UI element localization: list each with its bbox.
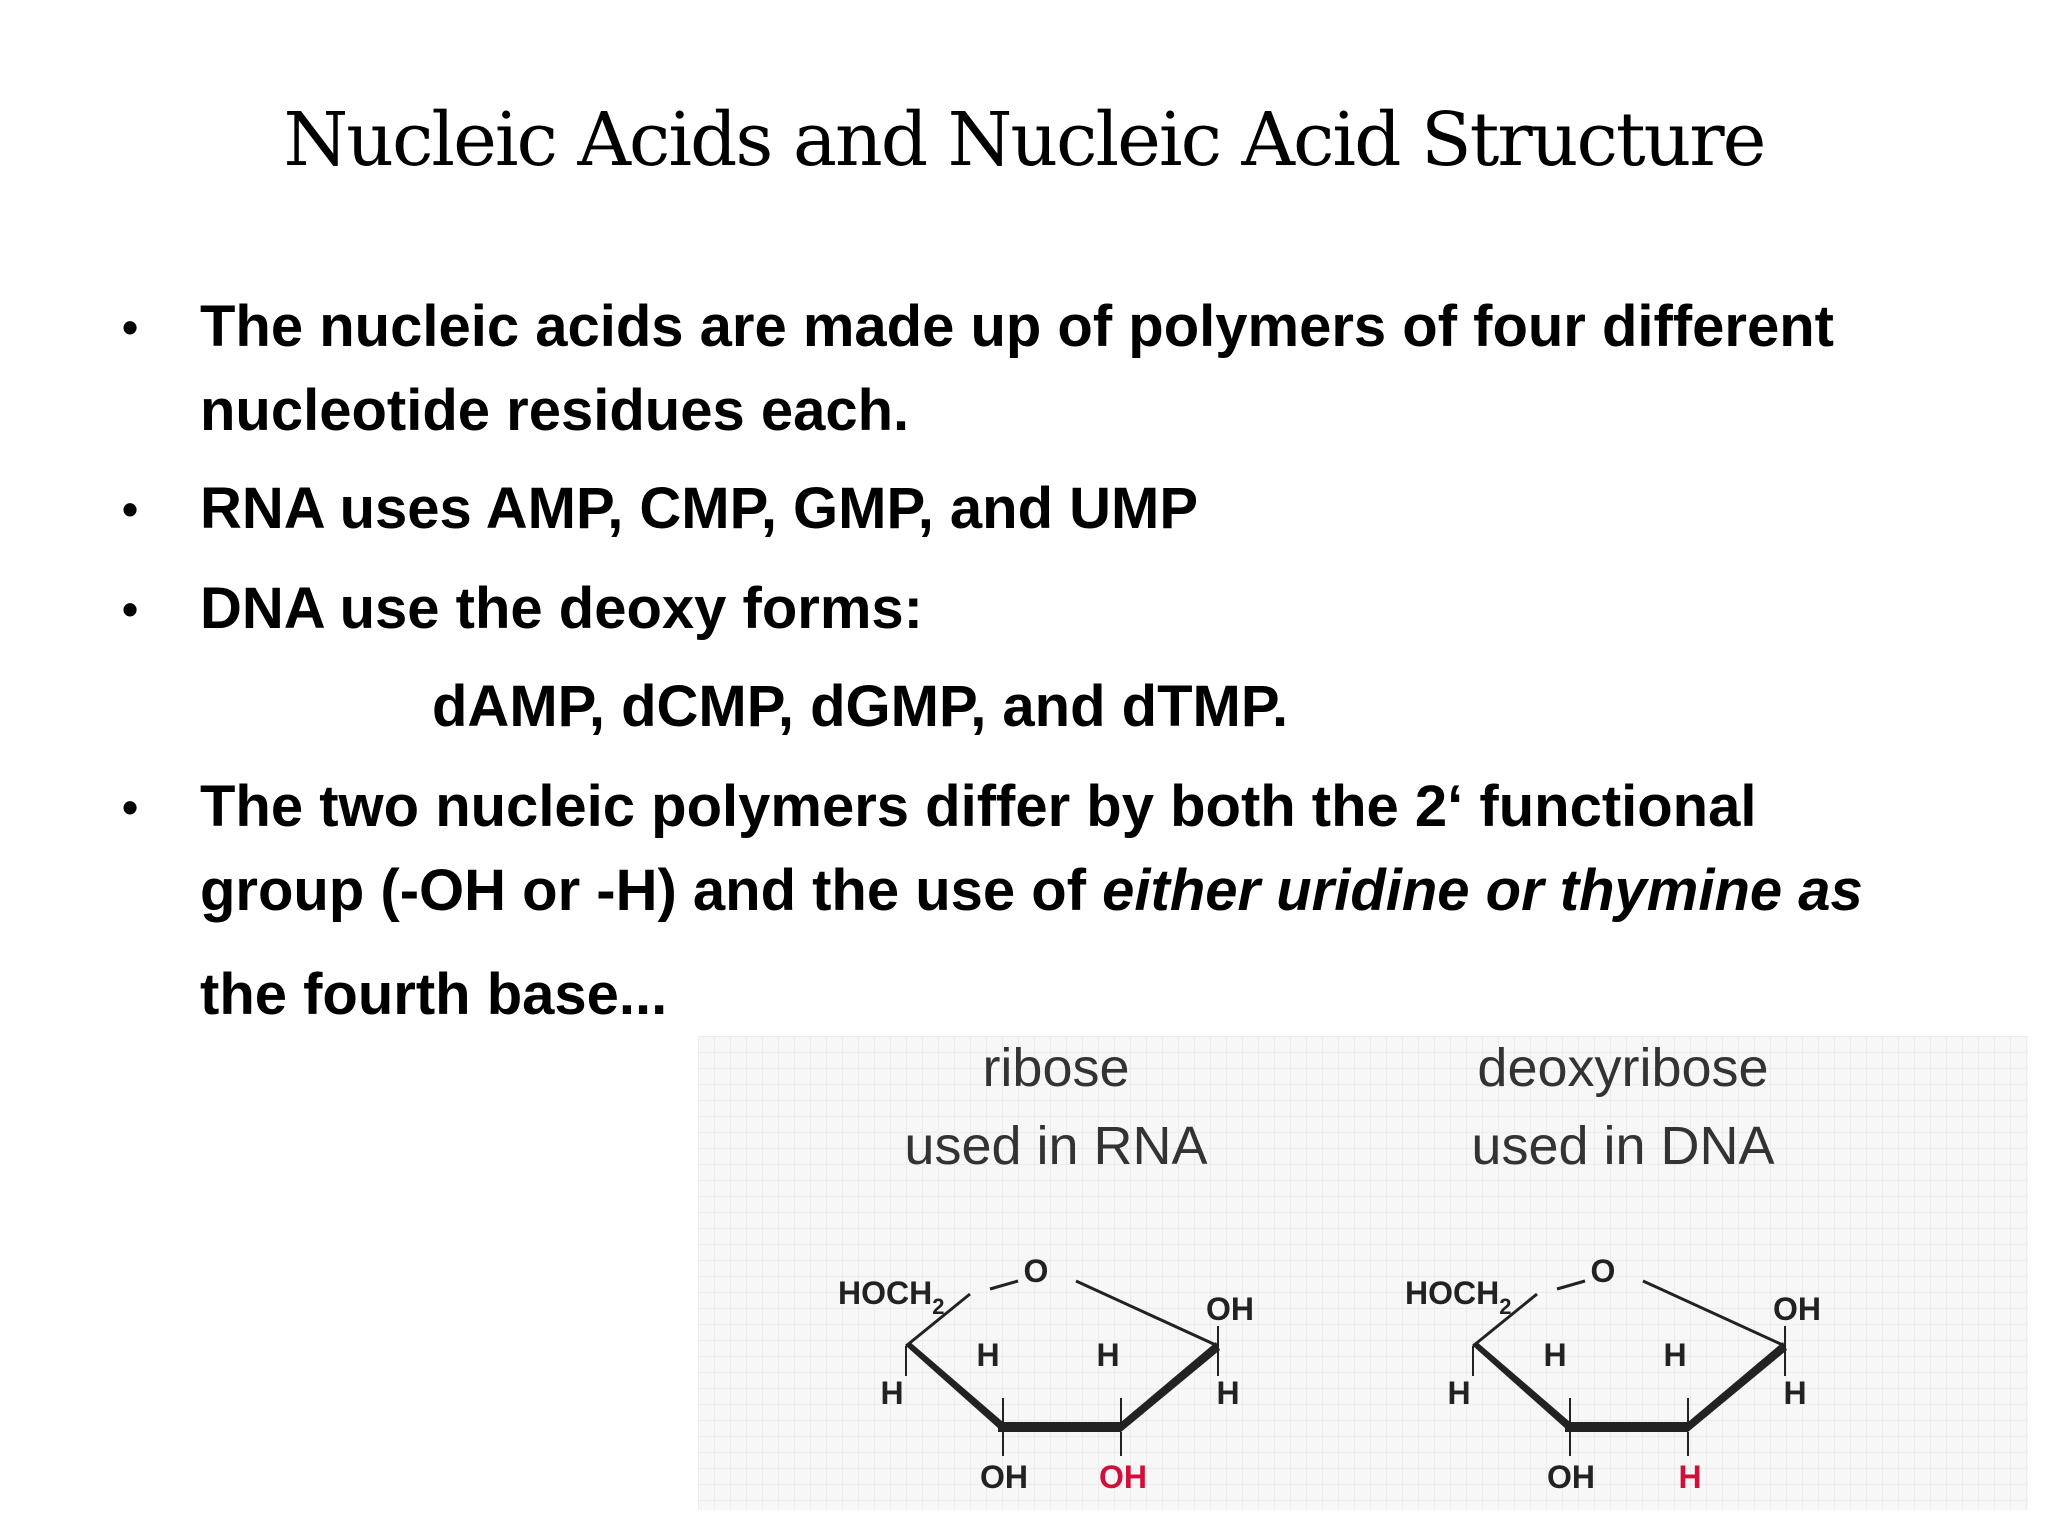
bullet-4-line-3: the fourth base... [200,962,668,1027]
bullet-item-2: RNA uses AMP, CMP, GMP, and UMP [200,467,1960,551]
deoxyribose-structure: deoxyribose used in DNA [1405,1038,1821,1495]
ribose-structure: ribose used in RNA [838,1038,1254,1495]
bullet-item-4: The two nucleic polymers differ by both … [200,765,1960,1037]
ribose-oh-c2-highlight: OH [1099,1459,1147,1495]
deoxyribose-hoch2-label: HOCH2 [1405,1275,1511,1319]
bullet-4-line-2-regular: group (-OH or -H) and the use of [200,858,1103,923]
ribose-oh-right: OH [1206,1291,1254,1327]
bullet-marker: • [122,483,139,535]
bullet-item-1: The nucleic acids are made up of polymer… [200,285,1960,453]
bullet-1-line-1: The nucleic acids are made up of polymer… [200,294,1834,359]
deoxyribose-ring-oxygen: O [1591,1253,1616,1289]
deoxyribose-subtitle: used in DNA [1471,1116,1774,1176]
sugar-structures-svg: ribose used in RNA [838,1038,1821,1495]
deoxyribose-h-c2-highlight: H [1678,1459,1701,1495]
deoxyribose-oh-right: OH [1773,1291,1821,1327]
bullet-4-line-2: group (-OH or -H) and the use of either … [200,849,1960,933]
ribose-oh-c3: OH [980,1459,1028,1495]
bullet-3-line-1: DNA use the deoxy forms: [200,576,923,641]
ribose-ring-bonds [905,1279,1220,1456]
bullet-marker: • [122,301,139,353]
deoxy-forms-list: dAMP, dCMP, dGMP, and dTMP. [432,674,1289,739]
bullet-4-line-1: The two nucleic polymers differ by both … [200,774,1757,839]
ribose-h-right: H [1216,1375,1239,1411]
slide-title: Nucleic Acids and Nucleic Acid Structure [283,97,1767,183]
bullet-4-line-2-italic: either uridine or thymine as [1102,858,1863,923]
ribose-h-c2: H [1096,1337,1119,1373]
ribose-hoch2-label: HOCH2 [838,1275,944,1319]
ribose-h-left: H [880,1375,903,1411]
ribose-title: ribose [982,1038,1129,1098]
deoxyribose-h-c3: H [1543,1337,1566,1373]
ribose-ring-oxygen: O [1024,1253,1049,1289]
ribose-h-c3: H [976,1337,999,1373]
deoxyribose-h-right: H [1783,1375,1806,1411]
sugar-structure-figure: ribose used in RNA [698,1036,2028,1510]
bullet-marker: • [122,583,139,635]
deoxyribose-h-left: H [1447,1375,1470,1411]
deoxyribose-h-c2: H [1663,1337,1686,1373]
deoxyribose-oh-c3: OH [1547,1459,1595,1495]
bullet-item-3: DNA use the deoxy forms: [200,567,1960,651]
ribose-subtitle: used in RNA [904,1116,1207,1176]
deoxyribose-ring-bonds [1472,1279,1787,1456]
bullet-1-line-2: nucleotide residues each. [200,378,910,443]
deoxyribose-title: deoxyribose [1477,1038,1768,1098]
bullet-marker: • [122,781,139,833]
bullet-2-line-1: RNA uses AMP, CMP, GMP, and UMP [200,476,1199,541]
